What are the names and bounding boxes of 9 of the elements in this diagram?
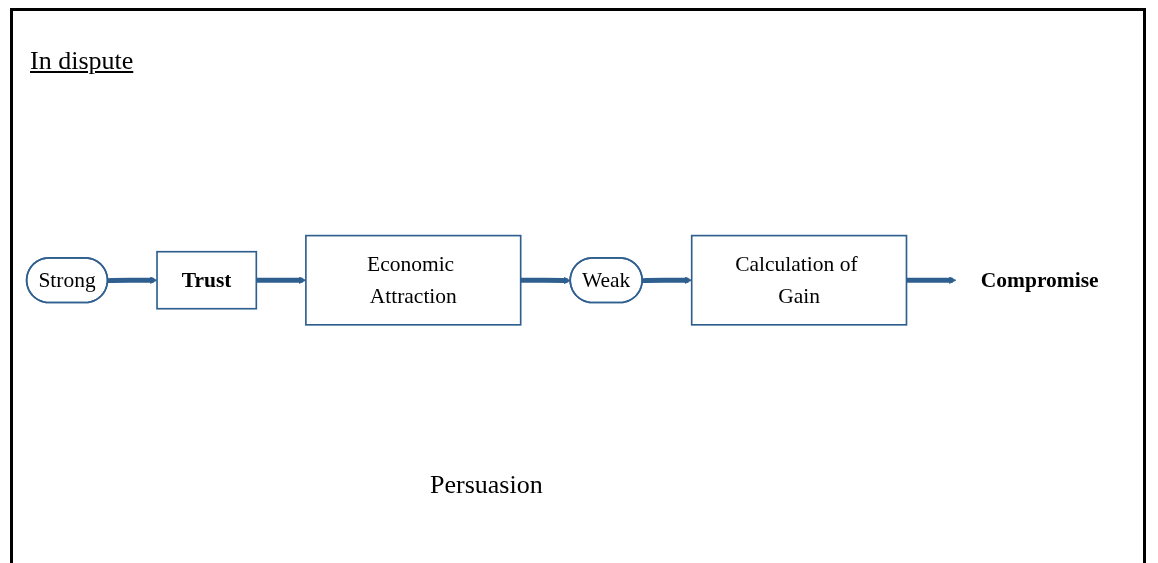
node-box: Economic Attraction [305, 234, 522, 326]
arrow [107, 276, 158, 284]
arrow [906, 276, 957, 284]
arrow [520, 276, 571, 284]
note-text: Persuasion [430, 470, 543, 499]
diagram-title: In dispute [30, 46, 134, 76]
node-box: Calculation of Gain [690, 234, 908, 326]
node-box: Trust [156, 250, 258, 310]
node-text: Compromise [980, 268, 1099, 292]
